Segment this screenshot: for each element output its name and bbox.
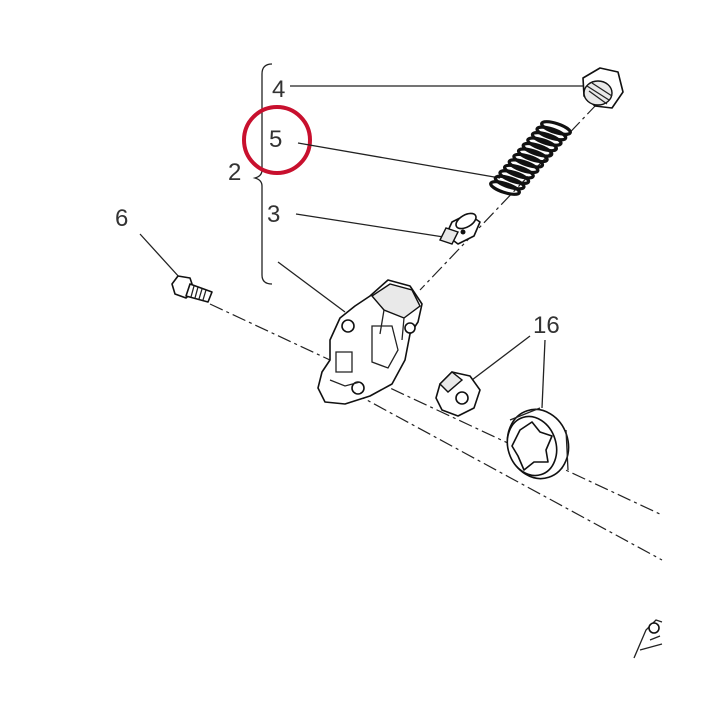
callout-4: 4 <box>272 76 285 103</box>
leader-5 <box>297 142 501 179</box>
spring-part <box>489 120 572 196</box>
group-bracket <box>252 63 273 285</box>
plunger-part <box>439 212 481 245</box>
callout-2: 2 <box>228 159 241 186</box>
leader-6 <box>139 233 181 279</box>
outer-rotor-part <box>506 407 570 480</box>
spring-coil <box>512 152 545 169</box>
valve-housing-part <box>317 279 423 405</box>
spring-coil <box>507 158 540 175</box>
spring-coil <box>530 131 563 147</box>
spring-coil <box>516 147 549 164</box>
axis-valve <box>419 103 598 291</box>
inner-rotor-part <box>435 371 481 417</box>
callout-3: 3 <box>267 201 280 228</box>
callout-6: 6 <box>115 205 128 232</box>
spring-coil <box>540 120 572 136</box>
leader-2 <box>277 261 346 313</box>
callout-5: 5 <box>269 126 282 153</box>
leader-16a <box>467 335 531 384</box>
spring-coil <box>489 180 521 196</box>
spring-coil <box>535 125 568 142</box>
spring-coil <box>526 136 559 153</box>
cap-plug-part <box>582 67 624 109</box>
spring-coil <box>498 169 531 185</box>
leader-16b <box>541 339 546 409</box>
spring-coil <box>493 174 526 191</box>
leader-3 <box>295 213 451 239</box>
bolt-part <box>171 275 213 303</box>
spring-coil <box>502 163 535 180</box>
axis-bolt <box>209 303 663 516</box>
callout-16: 16 <box>533 312 560 339</box>
partial-part <box>633 619 663 659</box>
highlight-circle <box>242 105 312 175</box>
axis-rotors <box>329 379 663 561</box>
spring-coil <box>521 141 554 158</box>
